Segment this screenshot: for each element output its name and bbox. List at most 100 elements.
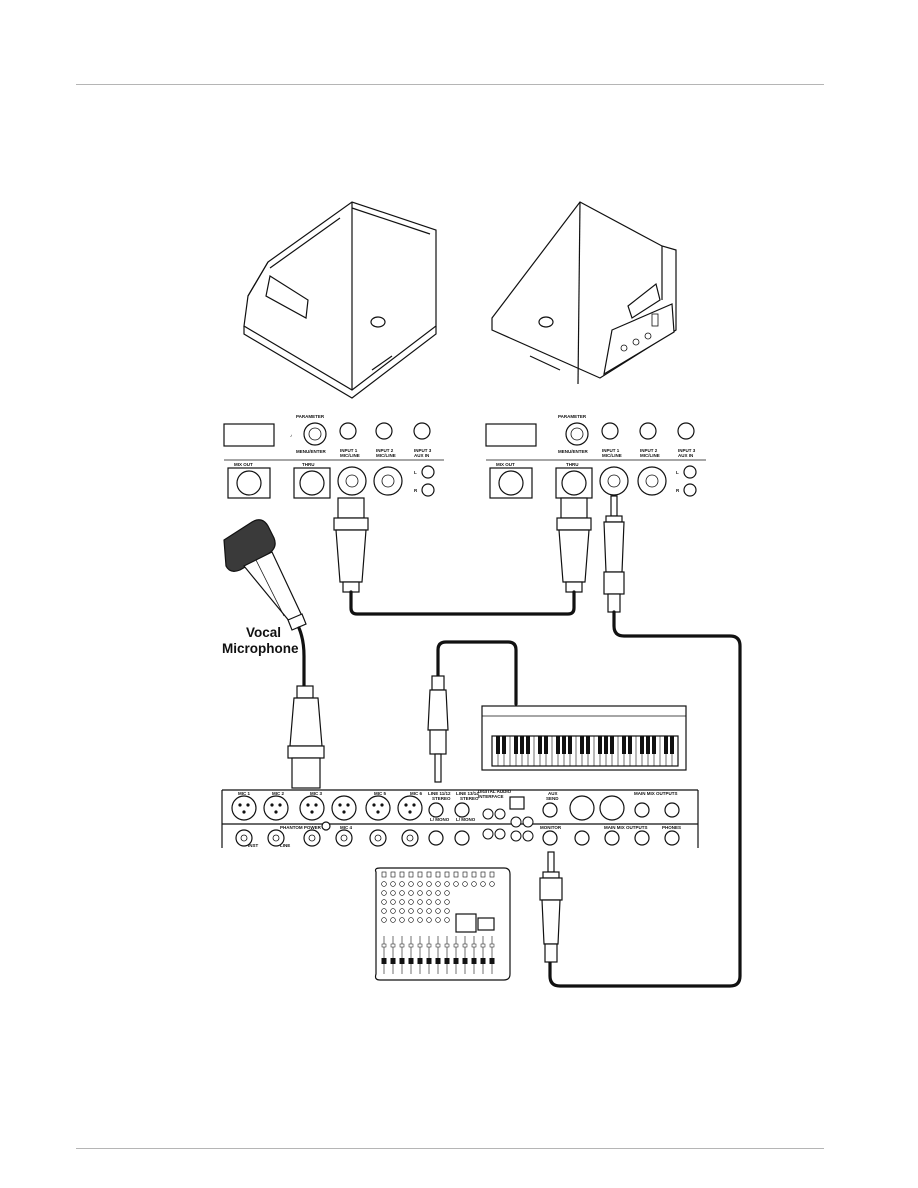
- channel-fader[interactable]: [381, 958, 387, 964]
- channel-fader[interactable]: [399, 958, 405, 964]
- channel-knob[interactable]: [417, 899, 423, 905]
- stereo-line-jack[interactable]: [428, 802, 444, 818]
- channel-knob[interactable]: [417, 890, 423, 896]
- channel-fader[interactable]: [408, 958, 414, 964]
- channel-knob[interactable]: [453, 881, 459, 887]
- channel-knob[interactable]: [399, 917, 405, 923]
- channel-knob[interactable]: [426, 890, 432, 896]
- parameter-knob[interactable]: [303, 422, 327, 446]
- thru-jack[interactable]: [561, 470, 587, 496]
- channel-knob[interactable]: [399, 908, 405, 914]
- channel-knob[interactable]: [417, 908, 423, 914]
- input2-gain-knob[interactable]: [639, 422, 657, 440]
- input3-rca-l[interactable]: [421, 465, 435, 479]
- usb-port[interactable]: [509, 796, 525, 810]
- input3-rca-l[interactable]: [683, 465, 697, 479]
- channel-knob[interactable]: [444, 908, 450, 914]
- channel-fader[interactable]: [453, 958, 459, 964]
- channel-knob[interactable]: [426, 899, 432, 905]
- channel-fader[interactable]: [444, 958, 450, 964]
- input3-gain-knob[interactable]: [413, 422, 431, 440]
- channel-knob[interactable]: [381, 917, 387, 923]
- xlr-input-jack[interactable]: [365, 795, 391, 821]
- main-jack-output[interactable]: [574, 830, 590, 846]
- xlr-input-jack[interactable]: [263, 795, 289, 821]
- channel-knob[interactable]: [417, 881, 423, 887]
- channel-fader[interactable]: [480, 958, 486, 964]
- channel-knob[interactable]: [390, 890, 396, 896]
- channel-fader[interactable]: [462, 958, 468, 964]
- channel-knob[interactable]: [408, 899, 414, 905]
- input1-gain-knob[interactable]: [339, 422, 357, 440]
- main-xlr-output[interactable]: [569, 795, 595, 821]
- rca-jack[interactable]: [482, 808, 494, 820]
- channel-knob[interactable]: [444, 917, 450, 923]
- input2-combo-jack[interactable]: [637, 466, 667, 496]
- channel-knob[interactable]: [399, 899, 405, 905]
- channel-knob[interactable]: [417, 917, 423, 923]
- channel-knob[interactable]: [480, 881, 486, 887]
- rca-jack[interactable]: [494, 828, 506, 840]
- channel-knob[interactable]: [399, 890, 405, 896]
- channel-fader[interactable]: [471, 958, 477, 964]
- main-xlr-output[interactable]: [599, 795, 625, 821]
- channel-knob[interactable]: [435, 899, 441, 905]
- channel-knob[interactable]: [489, 881, 495, 887]
- stereo-line-jack[interactable]: [428, 830, 444, 846]
- channel-knob[interactable]: [381, 890, 387, 896]
- channel-knob[interactable]: [381, 899, 387, 905]
- line-input-jack[interactable]: [303, 829, 321, 847]
- aux-send-jack[interactable]: [542, 802, 558, 818]
- rca-jack[interactable]: [510, 816, 522, 828]
- channel-knob[interactable]: [381, 881, 387, 887]
- xlr-input-jack[interactable]: [231, 795, 257, 821]
- line-input-jack[interactable]: [369, 829, 387, 847]
- rca-jack[interactable]: [494, 808, 506, 820]
- thru-jack[interactable]: [299, 470, 325, 496]
- rca-jack[interactable]: [510, 830, 522, 842]
- channel-fader[interactable]: [435, 958, 441, 964]
- input1-gain-knob[interactable]: [601, 422, 619, 440]
- line-input-jack[interactable]: [401, 829, 419, 847]
- channel-knob[interactable]: [426, 908, 432, 914]
- line-input-jack[interactable]: [335, 829, 353, 847]
- channel-knob[interactable]: [444, 881, 450, 887]
- rca-jack[interactable]: [482, 828, 494, 840]
- channel-knob[interactable]: [462, 881, 468, 887]
- input3-gain-knob[interactable]: [677, 422, 695, 440]
- xlr-input-jack[interactable]: [331, 795, 357, 821]
- rca-jack[interactable]: [522, 816, 534, 828]
- channel-fader[interactable]: [489, 958, 495, 964]
- channel-knob[interactable]: [435, 881, 441, 887]
- phantom-switch[interactable]: [321, 821, 331, 831]
- channel-knob[interactable]: [390, 908, 396, 914]
- main-output-jack[interactable]: [634, 802, 650, 818]
- input1-combo-jack[interactable]: [599, 466, 629, 496]
- channel-knob[interactable]: [444, 890, 450, 896]
- input3-rca-r[interactable]: [683, 483, 697, 497]
- parameter-knob[interactable]: [565, 422, 589, 446]
- fx-footswitch-jack[interactable]: [664, 802, 680, 818]
- channel-knob[interactable]: [408, 908, 414, 914]
- xlr-input-jack[interactable]: [299, 795, 325, 821]
- line-input-jack[interactable]: [267, 829, 285, 847]
- mix-out-jack[interactable]: [236, 470, 262, 496]
- rca-jack[interactable]: [522, 830, 534, 842]
- mix-out-jack[interactable]: [498, 470, 524, 496]
- input2-combo-jack[interactable]: [373, 466, 403, 496]
- channel-knob[interactable]: [390, 881, 396, 887]
- channel-knob[interactable]: [471, 881, 477, 887]
- channel-knob[interactable]: [408, 890, 414, 896]
- channel-knob[interactable]: [426, 881, 432, 887]
- input2-gain-knob[interactable]: [375, 422, 393, 440]
- channel-knob[interactable]: [426, 917, 432, 923]
- channel-knob[interactable]: [435, 917, 441, 923]
- main-jack-output[interactable]: [604, 830, 620, 846]
- channel-fader[interactable]: [390, 958, 396, 964]
- stereo-line-jack[interactable]: [454, 802, 470, 818]
- channel-fader[interactable]: [417, 958, 423, 964]
- channel-knob[interactable]: [390, 917, 396, 923]
- channel-knob[interactable]: [408, 917, 414, 923]
- main-output-jack[interactable]: [634, 830, 650, 846]
- channel-knob[interactable]: [435, 908, 441, 914]
